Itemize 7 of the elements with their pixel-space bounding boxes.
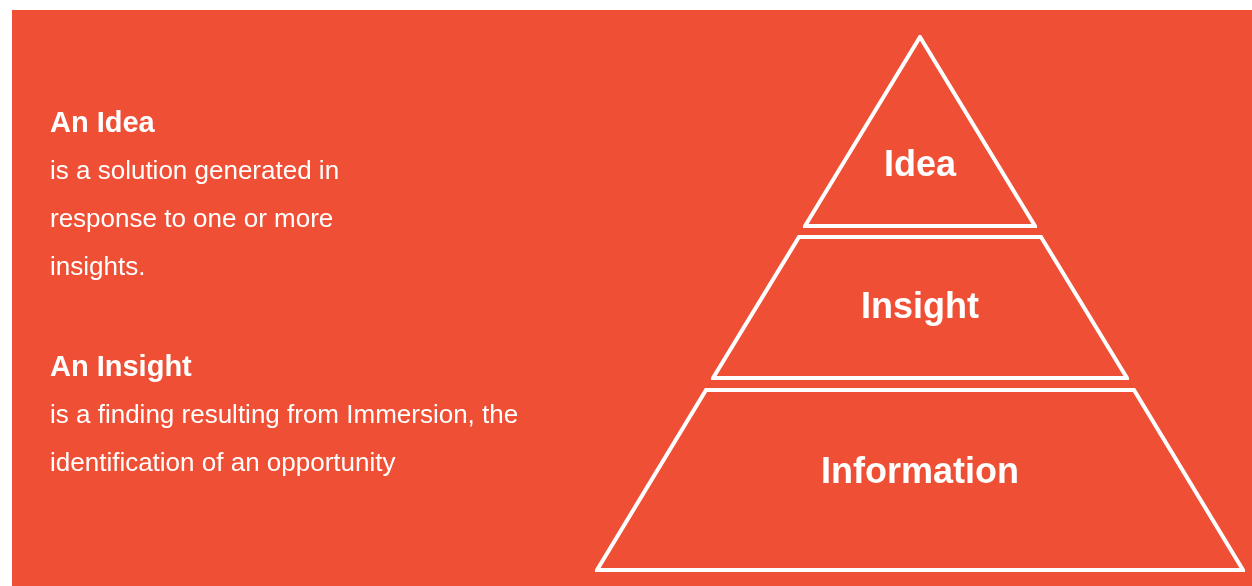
description: is a finding resulting from Immersion, the identification of an opportunity xyxy=(50,398,520,479)
heading: An Insight xyxy=(50,349,193,384)
tier-label: Idea xyxy=(882,143,958,185)
heading: An Idea xyxy=(50,105,156,140)
tier-label: Information xyxy=(820,450,1020,492)
description: is a solution generated in response to one or more insights. xyxy=(50,154,341,283)
tier-label: Insight xyxy=(860,285,980,327)
